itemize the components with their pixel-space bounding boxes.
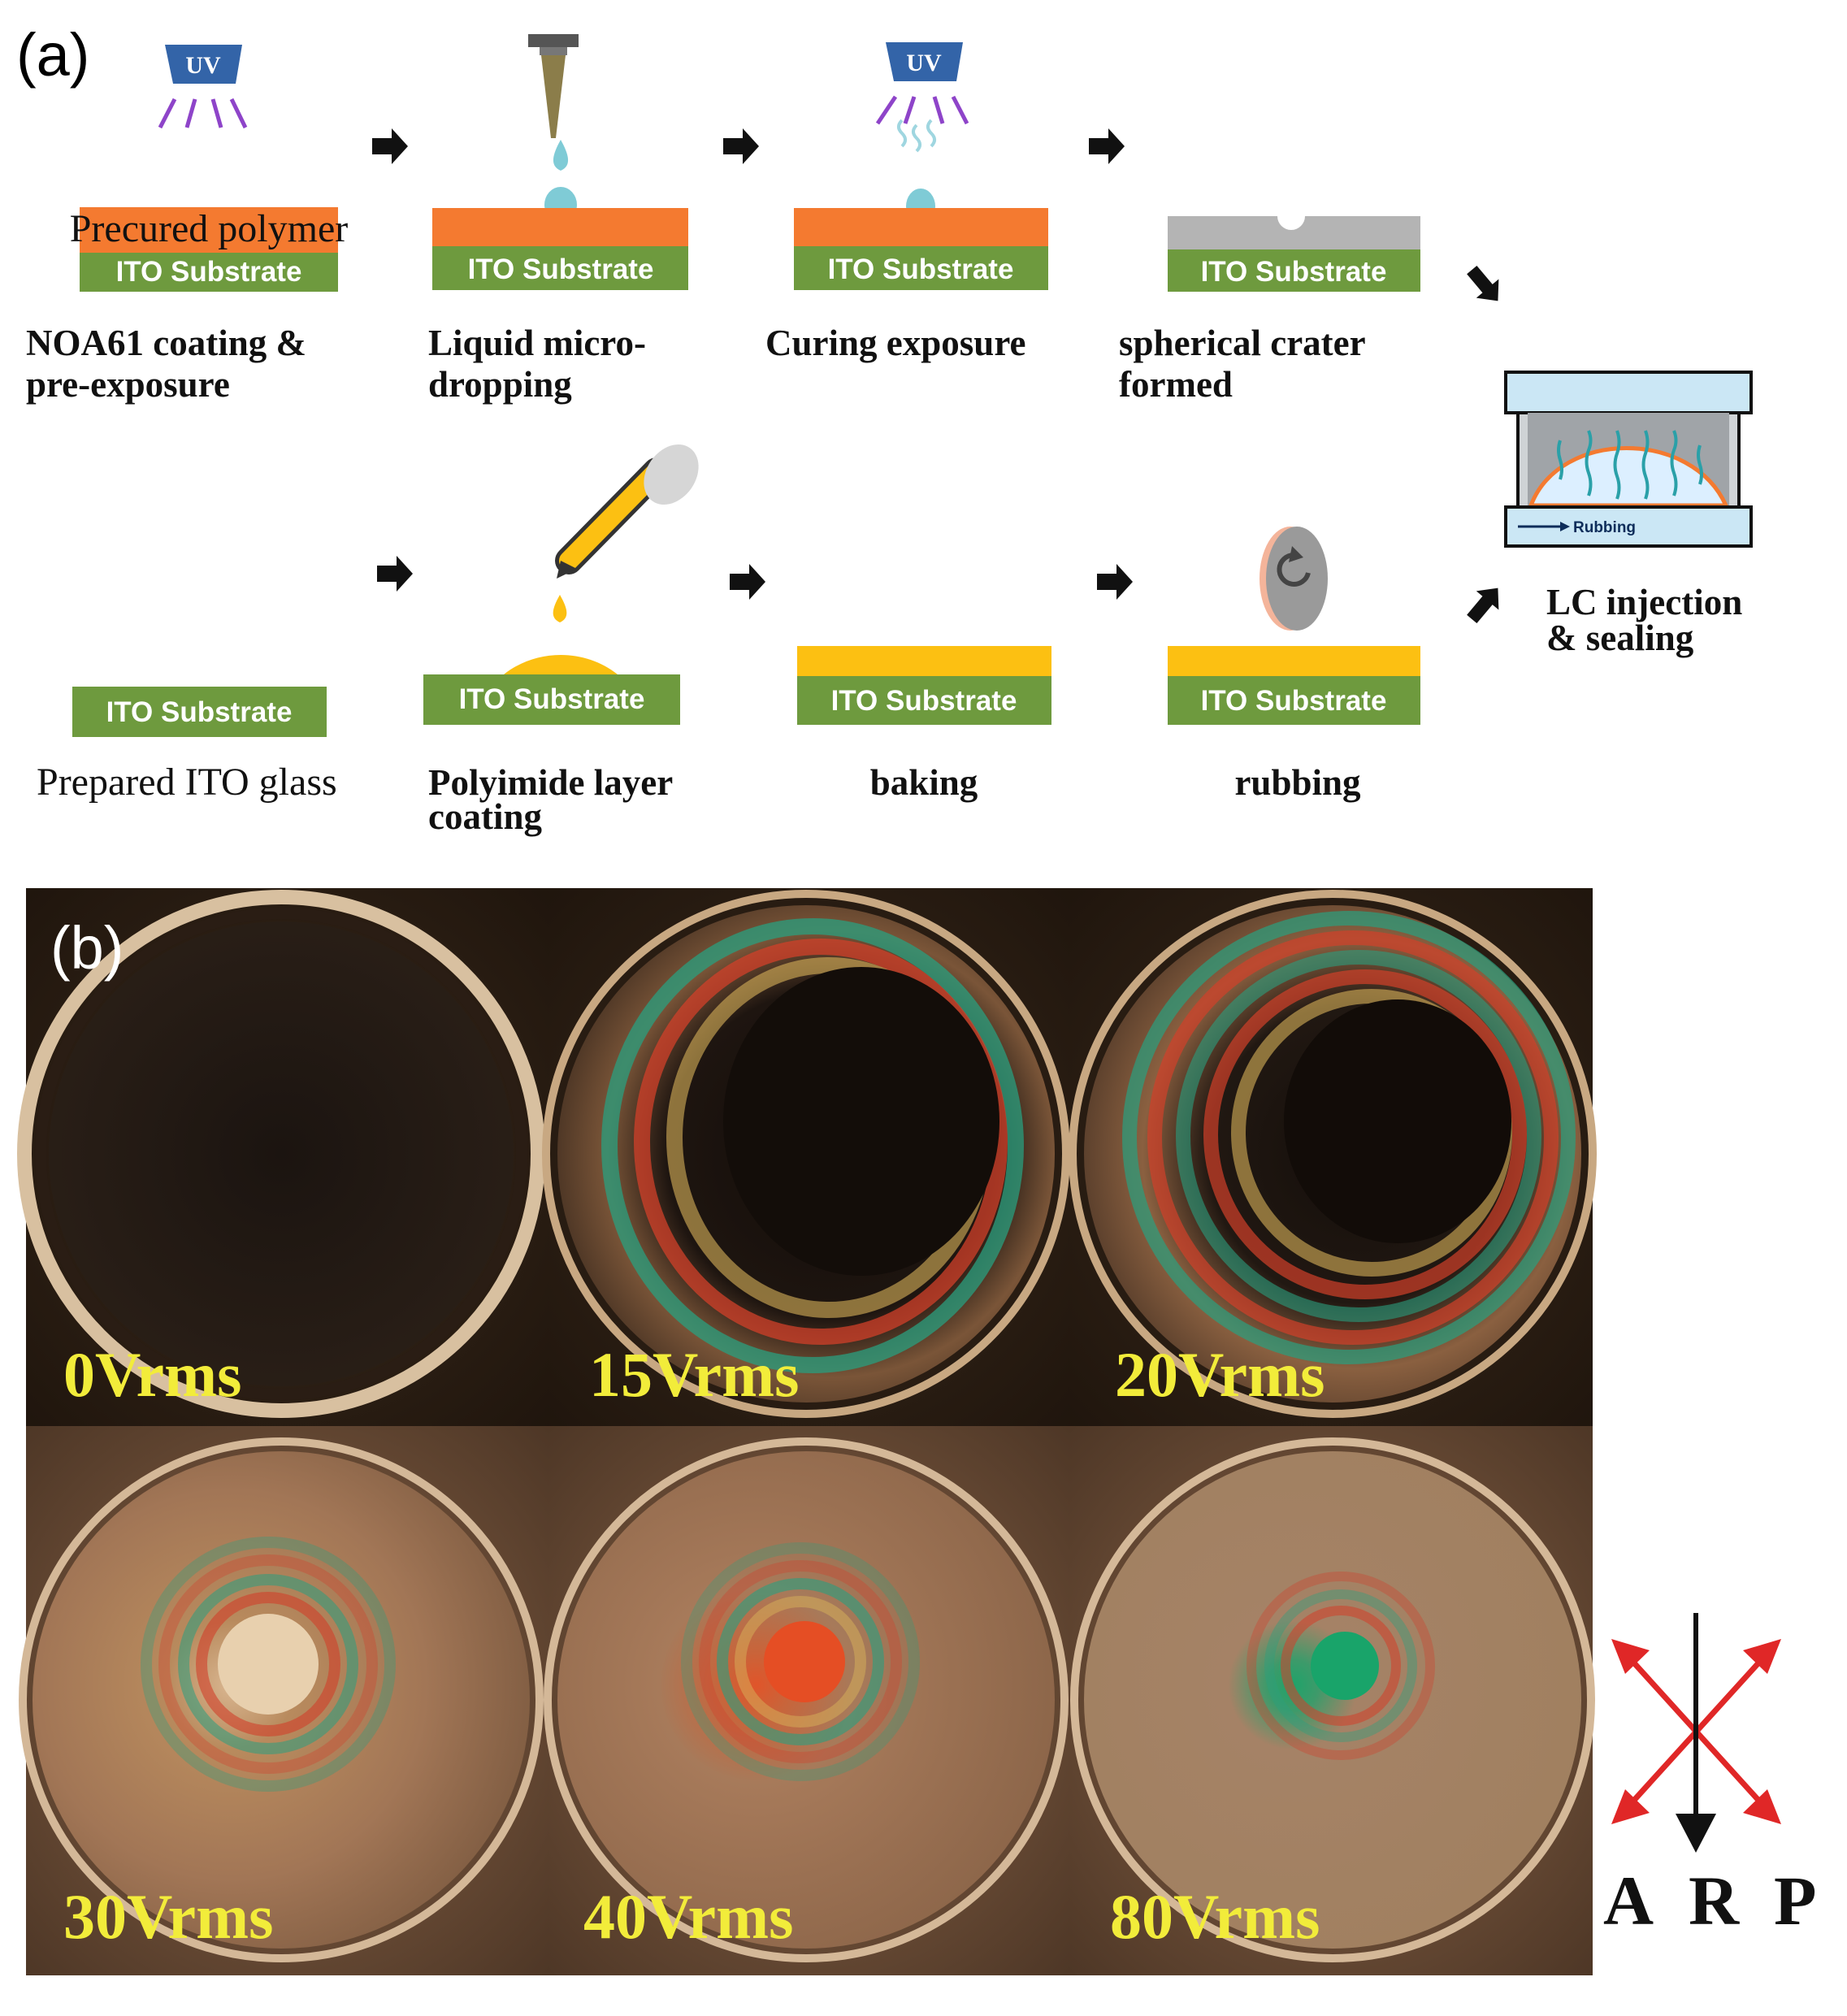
uv-label: UV bbox=[185, 52, 221, 79]
rubbing-roller-icon bbox=[1260, 527, 1328, 631]
ito-substrate bbox=[1168, 676, 1420, 725]
arrow-right-icon bbox=[372, 128, 408, 164]
label-p: P bbox=[1774, 1862, 1817, 1940]
step-rubbing: ITO Substrate rubbing bbox=[1168, 527, 1420, 803]
lc-cell-diagram: Rubbing bbox=[1504, 371, 1753, 548]
step-polyimide-coating: ITO Substrate Polyimide layer coating bbox=[423, 444, 699, 837]
final-caption-line1: LC injection bbox=[1546, 582, 1742, 622]
uv-lamp-1: UV bbox=[158, 45, 248, 129]
step-baking: ITO Substrate baking bbox=[797, 646, 1051, 803]
falling-droplet-icon bbox=[553, 140, 569, 171]
label-a: A bbox=[1603, 1862, 1654, 1940]
step-liquid-micro-dropping: ITO Substrate Liquid micro- dropping bbox=[428, 34, 688, 405]
step-caption-line1: spherical crater bbox=[1119, 323, 1366, 363]
cured-polymer-with-crater bbox=[1168, 216, 1420, 249]
polyimide-layer bbox=[797, 646, 1051, 676]
ito-substrate bbox=[1168, 249, 1420, 292]
ito-substrate bbox=[432, 246, 688, 290]
step-caption-line1: Polyimide layer bbox=[428, 762, 673, 803]
step-caption-line1: NOA61 coating & bbox=[26, 323, 306, 363]
step-caption-line1: Liquid micro- bbox=[428, 323, 646, 363]
ito-substrate-label: ITO Substrate bbox=[116, 256, 302, 288]
panel-a-label: (a) bbox=[16, 21, 89, 89]
arrow-right-icon bbox=[723, 128, 759, 164]
ito-substrate bbox=[797, 676, 1051, 725]
micrograph-30vrms: 30Vrms bbox=[19, 1426, 548, 1975]
polyimide-puddle bbox=[504, 655, 618, 674]
black-down-arrow-icon bbox=[1676, 1613, 1716, 1853]
arrow-right-icon bbox=[1097, 564, 1133, 600]
panel-b-label: (b) bbox=[50, 914, 124, 982]
precured-polymer-layer bbox=[432, 208, 688, 246]
polyimide-droplet-icon bbox=[553, 595, 567, 622]
step-caption-line2: pre-exposure bbox=[26, 364, 230, 405]
ito-substrate bbox=[80, 253, 338, 292]
step-caption-line1: baking bbox=[870, 762, 978, 803]
heat-waves-icon bbox=[897, 119, 936, 153]
arrow-right-icon bbox=[377, 556, 413, 592]
uv-rays-icon bbox=[875, 95, 969, 125]
step-curing-exposure: UV ITO Substrate Curing exposure bbox=[765, 42, 1048, 363]
ito-substrate bbox=[423, 674, 680, 725]
micrograph-20vrms: 20Vrms bbox=[1069, 888, 1597, 1426]
ito-substrate-label: ITO Substrate bbox=[831, 685, 1017, 717]
step-noa61-coating: UV Precured polymer ITO Substrate NOA61 … bbox=[26, 45, 348, 405]
step-spherical-crater: ITO Substrate spherical crater formed bbox=[1119, 216, 1420, 405]
ito-substrate-label: ITO Substrate bbox=[459, 683, 645, 715]
micrograph-40vrms: 40Vrms bbox=[544, 1426, 1069, 1975]
arrow-up-right-icon bbox=[1467, 587, 1499, 624]
final-caption-line2: & sealing bbox=[1546, 618, 1694, 658]
step-caption-line2: dropping bbox=[428, 364, 572, 405]
dispenser-needle-icon bbox=[528, 34, 579, 138]
ito-substrate-label: ITO Substrate bbox=[468, 254, 654, 285]
arrow-right-icon bbox=[730, 564, 765, 600]
precured-polymer-layer bbox=[80, 207, 338, 253]
voltage-label: 30Vrms bbox=[63, 1881, 274, 1952]
rubbing-label: Rubbing bbox=[1573, 519, 1636, 536]
arrow-down-right-icon bbox=[1467, 265, 1499, 301]
precured-polymer-label: Precured polymer bbox=[70, 207, 349, 250]
step-caption-line1: Prepared ITO glass bbox=[37, 761, 337, 804]
ito-substrate bbox=[72, 687, 327, 737]
label-r: R bbox=[1689, 1862, 1740, 1940]
voltage-label: 15Vrms bbox=[589, 1339, 800, 1410]
voltage-label: 80Vrms bbox=[1110, 1881, 1320, 1952]
step-caption-line2: coating bbox=[428, 796, 542, 837]
micrograph-0vrms: 0Vrms bbox=[17, 888, 548, 1426]
ito-substrate-label: ITO Substrate bbox=[106, 696, 293, 728]
polarizer-orientation-diagram: A R P bbox=[1603, 1613, 1817, 1940]
ito-substrate-label: ITO Substrate bbox=[1201, 256, 1387, 288]
lc-molecules bbox=[1557, 430, 1703, 500]
voltage-label: 0Vrms bbox=[63, 1339, 242, 1410]
step-caption-line1: rubbing bbox=[1234, 762, 1361, 803]
ito-substrate-label: ITO Substrate bbox=[828, 254, 1014, 285]
step-caption-line2: formed bbox=[1119, 364, 1233, 405]
ito-substrate-label: ITO Substrate bbox=[1201, 685, 1387, 717]
ito-substrate bbox=[794, 246, 1048, 290]
precured-polymer-layer bbox=[794, 208, 1048, 246]
uv-lamp-2: UV bbox=[875, 42, 969, 125]
micrograph-80vrms: 80Vrms bbox=[1069, 1426, 1595, 1975]
voltage-label: 40Vrms bbox=[583, 1881, 794, 1952]
pipette-icon bbox=[555, 444, 699, 579]
micrograph-grid: 0Vrms 15Vrms bbox=[17, 888, 1597, 1975]
arrow-right-icon bbox=[1089, 128, 1125, 164]
uv-rays-icon bbox=[158, 98, 248, 129]
voltage-label: 20Vrms bbox=[1115, 1339, 1325, 1410]
micrograph-15vrms: 15Vrms bbox=[542, 888, 1070, 1426]
step-prepared-ito-glass: ITO Substrate Prepared ITO glass bbox=[37, 687, 337, 804]
step-caption-line1: Curing exposure bbox=[765, 323, 1025, 363]
uv-label: UV bbox=[906, 50, 942, 76]
polyimide-layer bbox=[1168, 646, 1420, 676]
